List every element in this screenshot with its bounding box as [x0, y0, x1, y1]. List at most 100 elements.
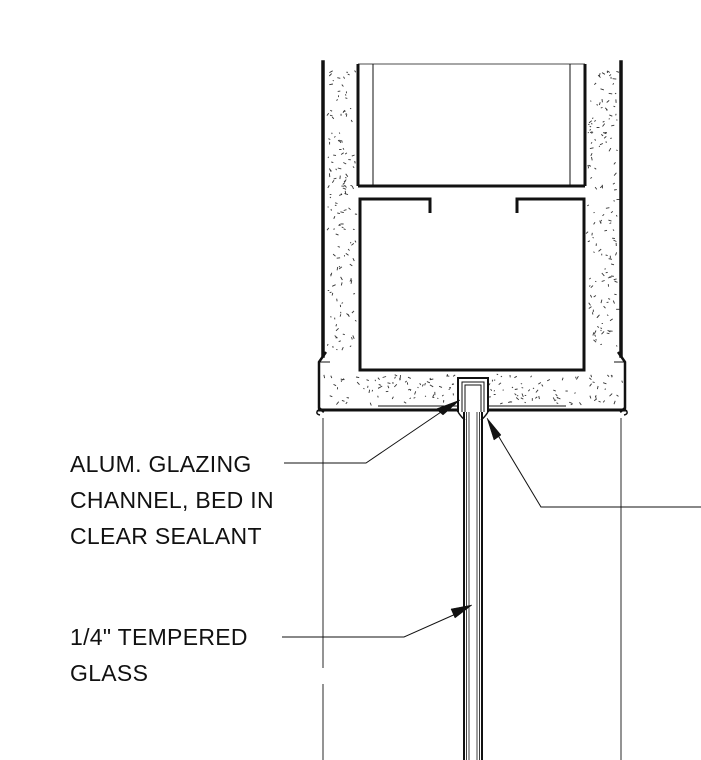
stipple-mark	[493, 379, 496, 381]
stipple-mark	[607, 374, 610, 377]
stipple-mark	[521, 393, 524, 398]
stipple-mark	[608, 92, 613, 95]
stipple-mark	[552, 397, 555, 401]
stipple-mark	[448, 388, 451, 391]
stipple-mark	[590, 153, 593, 157]
stipple-mark	[593, 330, 597, 335]
stipple-mark	[333, 383, 337, 387]
stipple-mark	[588, 164, 592, 167]
stipple-mark	[331, 292, 334, 296]
stipple-mark	[347, 73, 350, 76]
stipple-mark	[598, 102, 601, 106]
stipple-mark	[328, 138, 331, 140]
stipple-mark	[609, 74, 612, 77]
stipple-mark	[345, 112, 347, 115]
stipple-mark	[352, 166, 355, 169]
stipple-mark	[329, 70, 333, 73]
stipple-mark	[535, 389, 539, 393]
stipple-mark	[413, 397, 416, 399]
stipple-mark	[547, 379, 551, 382]
stipple-mark	[369, 402, 372, 406]
stipple-mark	[490, 388, 493, 391]
stipple-mark	[333, 217, 335, 220]
stipple-mark	[613, 239, 617, 242]
stipple-mark	[345, 253, 349, 256]
stipple-mark	[609, 222, 612, 224]
stipple-mark	[429, 384, 434, 388]
stipple-mark	[329, 168, 332, 173]
stipple-mark	[553, 389, 556, 392]
stipple-mark	[520, 383, 523, 385]
stipple-mark	[342, 333, 345, 336]
leader-glazing-channel	[284, 399, 461, 464]
stipple-mark	[338, 265, 341, 268]
stipple-mark	[532, 387, 535, 390]
stipple-mark	[600, 219, 603, 222]
stipple-mark	[589, 100, 592, 102]
callout-line: CHANNEL, BED IN	[70, 487, 274, 513]
stipple-mark	[556, 402, 559, 404]
stipple-mark	[616, 394, 619, 397]
stipple-mark	[554, 399, 557, 402]
stipple-mark	[343, 76, 345, 79]
stipple-mark	[621, 380, 623, 383]
stipple-mark	[514, 388, 518, 390]
stipple-mark	[514, 393, 517, 396]
stipple-mark	[331, 161, 334, 164]
stipple-mark	[605, 254, 608, 257]
stipple-mark	[345, 114, 348, 117]
stipple-mark	[606, 100, 610, 103]
stipple-mark	[498, 382, 502, 385]
stipple-mark	[593, 221, 596, 225]
callout-line: CLEAR SEALANT	[70, 523, 262, 549]
stipple-mark	[348, 207, 351, 211]
stipple-mark	[612, 82, 615, 85]
stipple-mark	[587, 166, 590, 169]
stipple-mark	[496, 373, 499, 376]
stipple-mark	[515, 397, 520, 401]
wall-below	[322, 418, 622, 760]
stipple-mark	[608, 298, 611, 300]
stipple-mark	[333, 177, 337, 180]
stipple-mark	[603, 136, 607, 139]
stipple-mark	[608, 118, 610, 120]
stipple-mark	[530, 375, 532, 378]
stipple-mark	[355, 376, 360, 379]
stipple-mark	[610, 211, 614, 214]
stipple-mark	[602, 382, 607, 385]
stipple-mark	[602, 400, 606, 403]
stipple-mark	[323, 374, 326, 379]
stipple-mark	[608, 219, 612, 222]
stipple-mark	[350, 184, 353, 187]
stipple-mark	[587, 240, 591, 243]
stipple-mark	[516, 394, 519, 397]
stipple-mark	[452, 374, 456, 377]
stipple-mark	[338, 139, 342, 144]
stipple-mark	[340, 211, 344, 214]
stipple-mark	[605, 207, 610, 209]
stipple-mark	[588, 302, 591, 306]
stipple-mark	[616, 70, 620, 73]
stipple-mark	[599, 143, 604, 146]
stipple-mark	[337, 246, 341, 248]
stipple-mark	[335, 168, 337, 171]
stipple-mark	[330, 272, 333, 277]
stipple-mark	[334, 335, 338, 339]
stipple-mark	[605, 271, 608, 274]
stipple-mark	[596, 316, 599, 319]
stipple-mark	[615, 345, 618, 347]
stipple-mark	[612, 300, 615, 304]
stipple-mark	[343, 228, 346, 231]
stipple-mark	[354, 240, 357, 243]
stipple-mark	[343, 179, 347, 183]
stipple-mark	[334, 202, 338, 204]
stipple-mark	[541, 384, 544, 387]
stipple-mark	[326, 343, 329, 346]
stipple-mark	[600, 106, 603, 109]
stipple-mark	[500, 375, 503, 378]
stipple-mark	[592, 332, 595, 336]
stipple-mark	[576, 376, 579, 380]
stipple-mark	[345, 401, 348, 405]
stipple-mark	[593, 398, 598, 402]
stipple-mark	[601, 331, 605, 335]
